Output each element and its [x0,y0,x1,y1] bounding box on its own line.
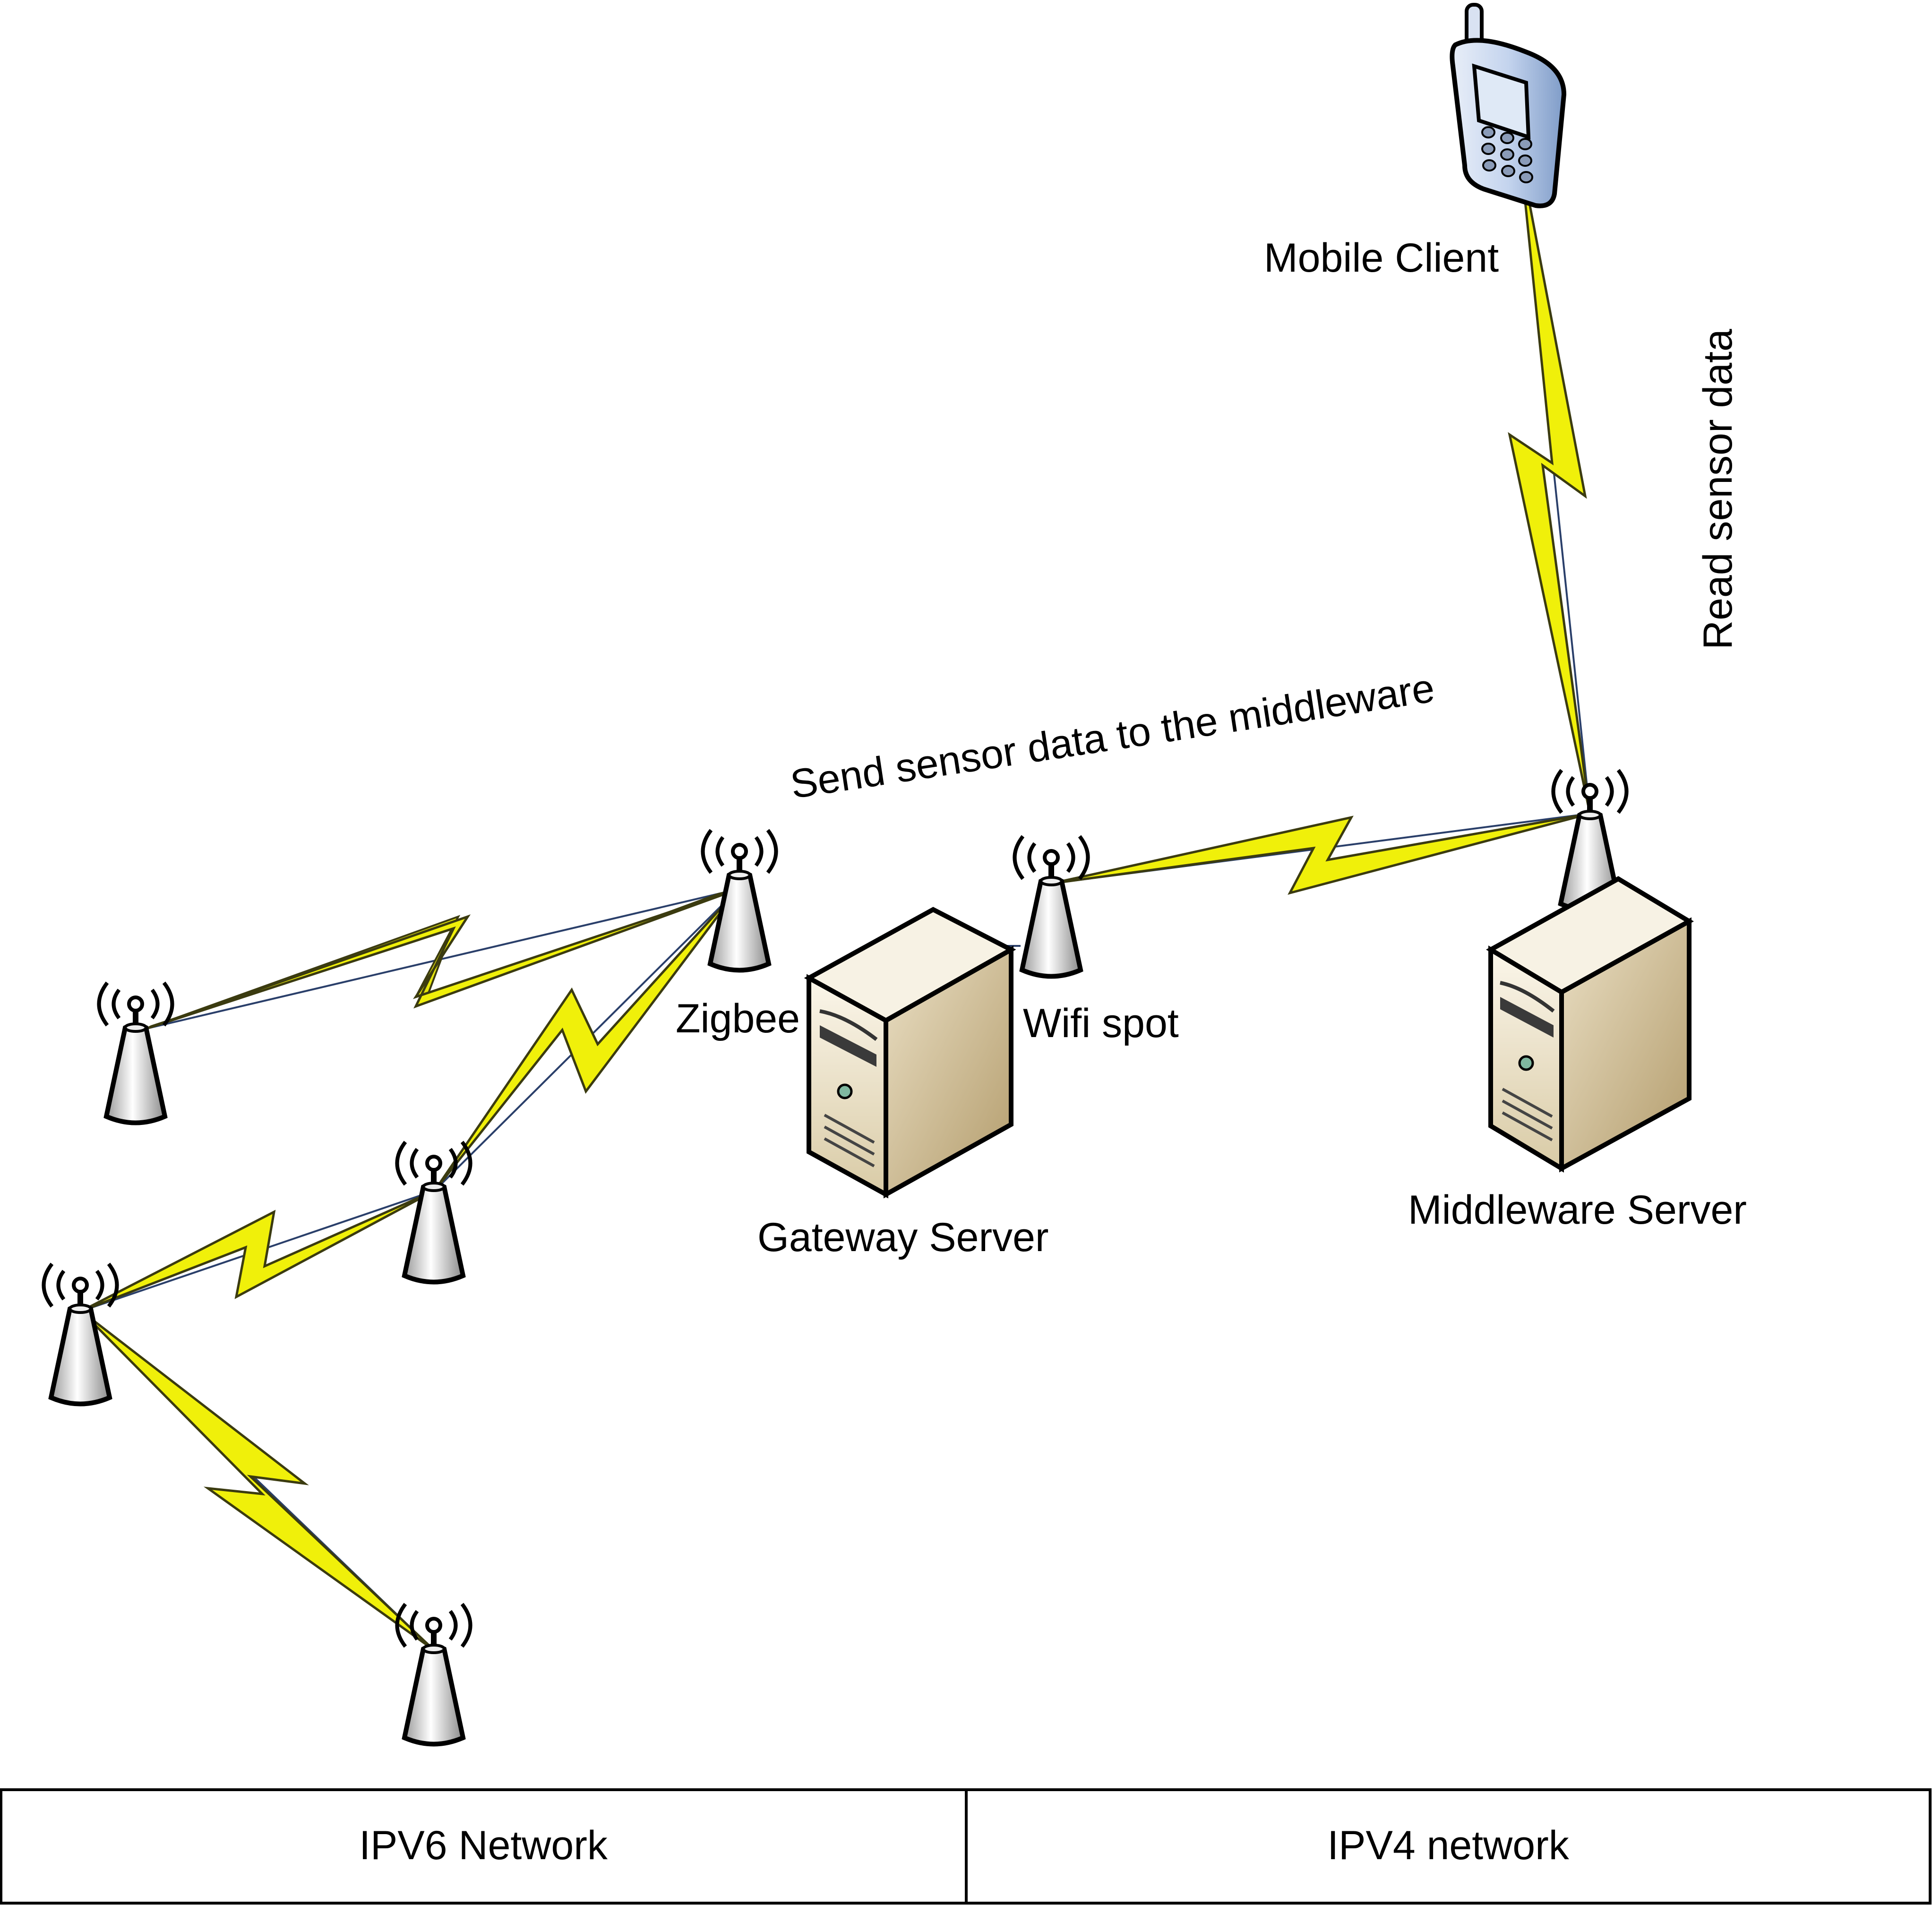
zigbee-antenna-icon [701,829,778,973]
gateway-server-label: Gateway Server [757,1215,1049,1260]
sensor-antenna-icon [395,1603,472,1747]
mobile-phone-icon [1450,3,1567,208]
link-middleware-mobile [1508,155,1591,814]
network-legend-bar: IPV6 Network IPV4 network [0,1788,1932,1905]
mobile-client-label: Mobile Client [1264,235,1499,281]
sensor-antenna-icon [42,1262,119,1407]
wireless-links [80,155,1591,1651]
sensor-antenna-icon [97,981,174,1125]
read-sensor-data-label: Read sensor data [1695,329,1741,650]
link-sensor3-sensor4 [80,1310,435,1651]
send-sensor-data-label: Send sensor data to the middleware [787,665,1437,807]
gateway-server-icon [804,907,1016,1199]
middleware-server-label: Middleware Server [1408,1187,1747,1233]
link-wifi-middleware [1051,812,1590,895]
zigbee-label: Zigbee [676,996,800,1041]
middleware-server-icon [1486,876,1694,1173]
link-sensor3-sensor2 [80,1189,436,1313]
ipv4-network-label: IPV4 network [1327,1823,1569,1868]
sensor-antenna-icon [395,1141,472,1285]
wifi-spot-antenna-icon [1013,835,1090,979]
wifi-spot-label: Wifi spot [1023,1001,1179,1046]
ipv6-network-label: IPV6 Network [359,1823,608,1868]
